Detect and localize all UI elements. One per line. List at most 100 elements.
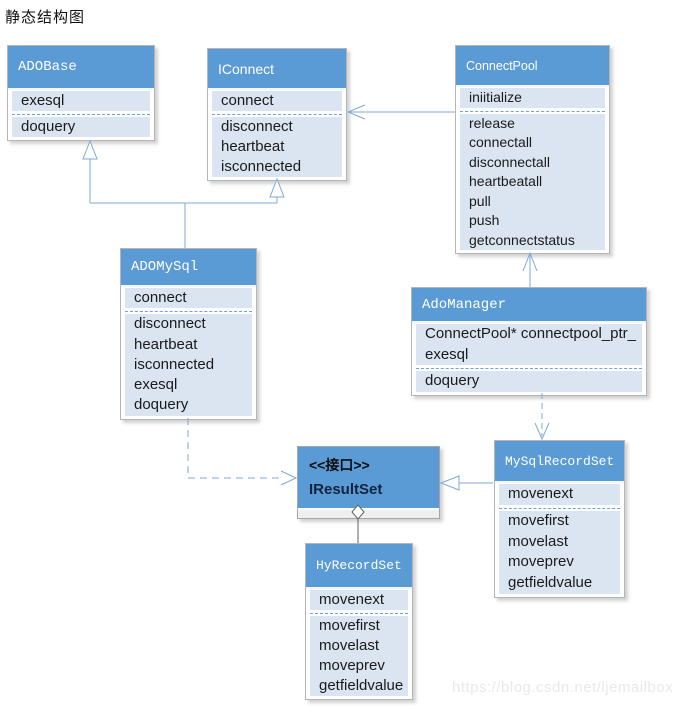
method-row: pull xyxy=(469,192,491,209)
compartment-divider xyxy=(310,610,408,614)
method-row: disconnectall xyxy=(469,153,550,170)
association-adomanager-to-connectpool xyxy=(522,251,538,287)
method-row: push xyxy=(469,212,500,228)
method-row: movefirst xyxy=(508,511,569,529)
open-arrowhead-left xyxy=(346,104,366,120)
class-box-adomanager: AdoManager ConnectPool* connectpool_ptr_… xyxy=(411,287,647,396)
class-name: ADOBase xyxy=(18,59,77,75)
method-row: doquery xyxy=(425,372,480,390)
methods-compartment: doquery xyxy=(12,117,150,137)
open-arrowhead-down xyxy=(534,422,550,441)
class-header: AdoManager xyxy=(412,288,646,323)
dependency-adomysql-to-iresultset xyxy=(187,418,298,486)
class-body: movenext movefirst movelast moveprev getfiel… xyxy=(495,483,624,597)
methods-compartment: release connectall disconnectall heartbeata… xyxy=(460,113,605,250)
dependency-adomanager-to-mysqlrecordset xyxy=(534,393,550,441)
attributes-compartment: connect xyxy=(212,91,342,111)
attributes-compartment: connect xyxy=(125,288,252,309)
class-header: HyRecordSet xyxy=(306,544,412,589)
class-box-connectpool: ConnectPool iniitialize release connectall… xyxy=(455,45,610,254)
method-row: disconnect xyxy=(134,315,206,333)
association-connectpool-to-iconnect xyxy=(346,104,455,120)
class-body: iniitialize release connectall disconnectal… xyxy=(456,87,609,253)
attribute-row: ConnectPool* connectpool_ptr_ xyxy=(425,325,636,342)
generalization-arrowhead-iconnect xyxy=(269,177,285,198)
class-name: MySqlRecordSet xyxy=(505,453,615,469)
compartment-divider xyxy=(12,111,150,115)
class-name: HyRecordSet xyxy=(316,558,402,573)
attribute-row: connect xyxy=(134,289,187,306)
class-name: AdoManager xyxy=(422,296,507,313)
compartment-divider xyxy=(499,504,620,509)
class-box-adobase: ADOBase exesql doquery xyxy=(7,45,155,141)
attribute-row: connect xyxy=(221,92,274,109)
attributes-compartment: movenext xyxy=(310,590,408,610)
method-row: moveprev xyxy=(319,657,385,674)
interface-empty-compartment xyxy=(298,508,439,518)
attributes-compartment: ConnectPool* connectpool_ptr_exesql xyxy=(416,324,642,366)
method-row: heartbeat xyxy=(134,335,198,353)
class-name: ConnectPool xyxy=(466,58,538,73)
method-row: doquery xyxy=(134,396,189,414)
interface-box-iresultset: <<接口>> IResultSet xyxy=(297,446,440,519)
attribute-row: exesql xyxy=(425,345,469,363)
attribute-row: iniitialize xyxy=(469,89,522,105)
compartment-divider xyxy=(460,107,605,112)
class-body: connect disconnect heartbeat isconnected exe… xyxy=(121,287,256,419)
attributes-compartment: exesql xyxy=(12,91,150,111)
class-box-mysqlrecordset: MySqlRecordSet movenext movefirst movelast… xyxy=(494,440,625,598)
class-name: IConnect xyxy=(218,60,275,77)
class-body: movenext movefirst movelast moveprev getfiel… xyxy=(306,589,412,699)
compartment-divider xyxy=(212,111,342,115)
interface-stereotype: <<接口>> xyxy=(309,457,370,473)
methods-compartment: movefirst movelast moveprev getfieldvalue xyxy=(310,616,408,696)
attribute-row: movenext xyxy=(508,485,574,502)
class-header: MySqlRecordSet xyxy=(495,441,624,483)
method-row: disconnect xyxy=(221,118,293,135)
attribute-row: exesql xyxy=(21,92,65,109)
class-name: ADOMySql xyxy=(131,259,199,275)
class-header: ConnectPool xyxy=(456,46,609,87)
method-row: getfieldvalue xyxy=(508,574,593,592)
methods-compartment: doquery xyxy=(416,371,642,392)
class-body: exesql doquery xyxy=(8,90,154,140)
open-arrowhead-right xyxy=(280,470,298,486)
method-row: movelast xyxy=(319,637,380,654)
class-header: ADOBase xyxy=(8,46,154,90)
compartment-divider xyxy=(416,365,642,370)
open-arrowhead-up xyxy=(522,251,538,272)
method-row: movefirst xyxy=(319,617,380,634)
method-row: movelast xyxy=(508,532,569,550)
diagram-title: 静态结构图 xyxy=(5,10,86,26)
generalization-arrowhead-adobase xyxy=(82,139,98,160)
realization-mysqlrecordset-to-iresultset xyxy=(439,475,493,491)
method-row: getconnectstatus xyxy=(469,231,575,248)
methods-compartment: disconnect heartbeat isconnected exesql doqu… xyxy=(125,314,252,416)
attribute-row: movenext xyxy=(319,591,385,608)
method-row: heartbeat xyxy=(221,138,285,155)
method-row: getfieldvalue xyxy=(319,677,404,694)
method-row: heartbeatall xyxy=(469,173,543,189)
method-row: release xyxy=(469,114,515,131)
method-row: moveprev xyxy=(508,553,574,571)
class-header: IConnect xyxy=(208,49,346,90)
interface-name: IResultSet xyxy=(309,481,383,498)
method-row: connectall xyxy=(469,134,533,150)
class-header: ADOMySql xyxy=(121,249,256,287)
watermark: https://blog.csdn.net/ljemailbox xyxy=(452,679,674,696)
method-row: isconnected xyxy=(134,355,215,373)
class-box-adomysql: ADOMySql connect disconnect heartbeat iscon… xyxy=(120,248,257,420)
method-row: doquery xyxy=(21,118,76,135)
attributes-compartment: iniitialize xyxy=(460,88,605,108)
compartment-divider xyxy=(125,308,252,313)
method-row: exesql xyxy=(134,376,178,394)
methods-compartment: movefirst movelast moveprev getfieldvalue xyxy=(499,510,620,594)
hollow-triangle-arrowhead xyxy=(439,475,460,491)
attributes-compartment: movenext xyxy=(499,484,620,505)
